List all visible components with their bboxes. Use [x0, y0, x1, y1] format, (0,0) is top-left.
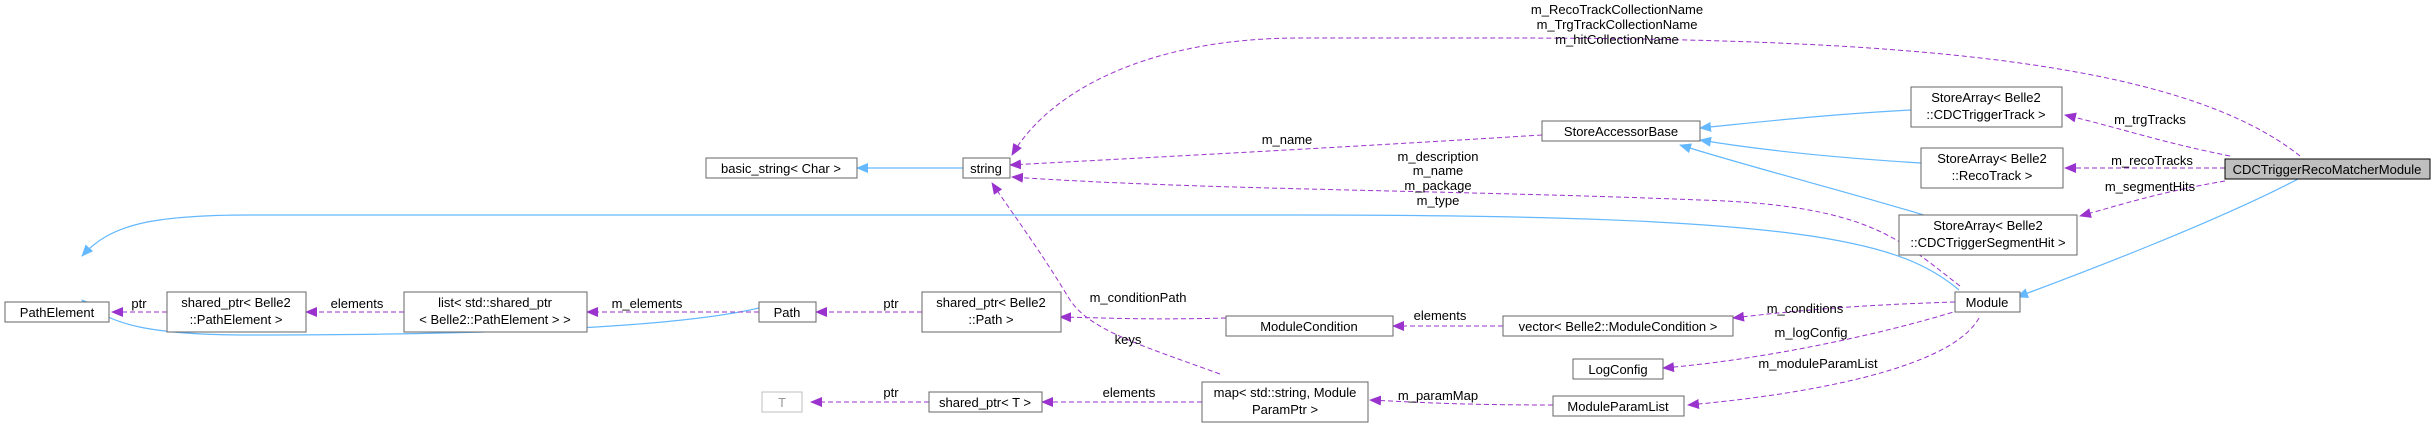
edge-accessor-to-string [1009, 134, 1543, 170]
edge-modcond-to-sppath [1059, 312, 1227, 323]
node-label: CDCTriggerRecoMatcherModule [2233, 162, 2422, 177]
label-collection-name-3: m_hitCollectionName [1555, 32, 1679, 47]
edge-module-to-paramlist [1687, 317, 1980, 410]
label-desc-1: m_description [1398, 149, 1479, 164]
node-label: Path [774, 305, 801, 320]
edge-store-seg-to-accessor [1679, 143, 1931, 218]
node-label: ModuleParamList [1567, 399, 1669, 414]
node-shared-ptr-pathelement[interactable]: shared_ptr< Belle2 ::PathElement > [166, 291, 307, 333]
edge-main-to-store-seg [2079, 180, 2226, 218]
node-label: StoreArray< Belle2 [1937, 151, 2046, 166]
label-ptr-t: ptr [883, 385, 899, 400]
node-path[interactable]: Path [758, 301, 817, 323]
node-vector-modulecondition[interactable]: vector< Belle2::ModuleCondition > [1502, 315, 1734, 337]
label-m-moduleparamlist: m_moduleParamList [1758, 356, 1878, 371]
label-elements-mc: elements [1414, 308, 1467, 323]
node-label: string [970, 161, 1002, 176]
node-log-config[interactable]: LogConfig [1572, 358, 1664, 380]
node-list-pathelement[interactable]: list< std::shared_ptr < Belle2::PathElem… [403, 291, 588, 333]
node-label: T [778, 395, 786, 410]
edge-store-reco-to-accessor [1699, 136, 1922, 164]
node-label: list< std::shared_ptr [438, 295, 552, 310]
node-path-element[interactable]: PathElement [4, 301, 110, 323]
node-cdctrigger-recomatcher-module[interactable]: CDCTriggerRecoMatcherModule [2224, 158, 2431, 180]
label-ptr-pathelement: ptr [131, 296, 147, 311]
node-label: StoreAccessorBase [1564, 124, 1678, 139]
node-label: Module [1966, 295, 2009, 310]
node-module[interactable]: Module [1954, 291, 2021, 313]
node-label: StoreArray< Belle2 [1933, 218, 2042, 233]
label-elements-map: elements [1103, 385, 1156, 400]
label-m-segmenthits: m_segmentHits [2105, 179, 2196, 194]
node-label: < Belle2::PathElement > > [419, 312, 570, 327]
edge-module-to-vector [1732, 301, 1956, 322]
edge-module-to-logconfig [1662, 309, 1961, 373]
node-module-param-list[interactable]: ModuleParamList [1552, 395, 1685, 417]
edge-module-to-string [1011, 172, 1961, 287]
label-m-logconfig: m_logConfig [1775, 325, 1848, 340]
label-m-recotracks: m_recoTracks [2111, 153, 2193, 168]
label-ptr-path: ptr [883, 296, 899, 311]
edge-main-to-module [2016, 177, 2301, 298]
node-label: ::PathElement > [190, 312, 283, 327]
node-label: ::CDCTriggerTrack > [1926, 107, 2045, 122]
edge-path-to-pathelement [81, 299, 781, 336]
edge-module-to-pathelement [81, 214, 1960, 291]
node-label: shared_ptr< T > [939, 395, 1031, 410]
node-storearray-cdctriggertrack[interactable]: StoreArray< Belle2 ::CDCTriggerTrack > [1910, 86, 2063, 128]
node-module-condition[interactable]: ModuleCondition [1225, 315, 1394, 337]
label-m-name: m_name [1262, 132, 1313, 147]
node-storearray-recotrack[interactable]: StoreArray< Belle2 ::RecoTrack > [1920, 147, 2064, 189]
node-t[interactable]: T [761, 391, 803, 413]
label-keys: keys [1115, 332, 1142, 347]
node-label: shared_ptr< Belle2 [936, 295, 1046, 310]
node-label: vector< Belle2::ModuleCondition > [1519, 319, 1718, 334]
node-label: shared_ptr< Belle2 [181, 295, 291, 310]
node-string[interactable]: string [962, 157, 1011, 179]
node-shared-ptr-path[interactable]: shared_ptr< Belle2 ::Path > [921, 291, 1062, 333]
node-label: LogConfig [1588, 362, 1647, 377]
node-label: ::RecoTrack > [1952, 168, 2033, 183]
label-desc-3: m_package [1404, 178, 1471, 193]
node-basic-string[interactable]: basic_string< Char > [705, 157, 858, 179]
node-label: ParamPtr > [1252, 402, 1318, 417]
node-label: PathElement [20, 305, 95, 320]
node-store-accessor-base[interactable]: StoreAccessorBase [1541, 120, 1701, 142]
label-desc-4: m_type [1417, 193, 1460, 208]
label-m-conditionpath: m_conditionPath [1090, 290, 1187, 305]
node-label: map< std::string, Module [1214, 385, 1357, 400]
label-m-trgtracks: m_trgTracks [2114, 112, 2186, 127]
label-desc-2: m_name [1413, 163, 1464, 178]
node-label: basic_string< Char > [721, 161, 841, 176]
label-collection-name-1: m_RecoTrackCollectionName [1531, 2, 1703, 17]
edge-paramlist-to-map [1369, 395, 1554, 406]
node-storearray-cdctriggersegmenthit[interactable]: StoreArray< Belle2 ::CDCTriggerSegmentHi… [1898, 214, 2078, 256]
edge-map-to-string [991, 182, 1221, 375]
label-m-elements: m_elements [612, 296, 683, 311]
node-label: ModuleCondition [1260, 319, 1358, 334]
node-label: ::Path > [968, 312, 1013, 327]
label-m-conditions: m_conditions [1767, 301, 1844, 316]
node-label: StoreArray< Belle2 [1931, 90, 2040, 105]
edge-main-to-string-collection-names [1011, 37, 2301, 157]
edge-store-trg-to-accessor [1699, 109, 1912, 132]
node-shared-ptr-t[interactable]: shared_ptr< T > [928, 391, 1043, 413]
label-elements-list: elements [331, 296, 384, 311]
node-map-paramptr[interactable]: map< std::string, Module ParamPtr > [1201, 381, 1369, 423]
label-collection-name-2: m_TrgTrackCollectionName [1537, 17, 1698, 32]
node-label: ::CDCTriggerSegmentHit > [1910, 235, 2065, 250]
label-m-parammap: m_paramMap [1398, 388, 1478, 403]
edge-main-to-store-trg [2064, 112, 2231, 157]
